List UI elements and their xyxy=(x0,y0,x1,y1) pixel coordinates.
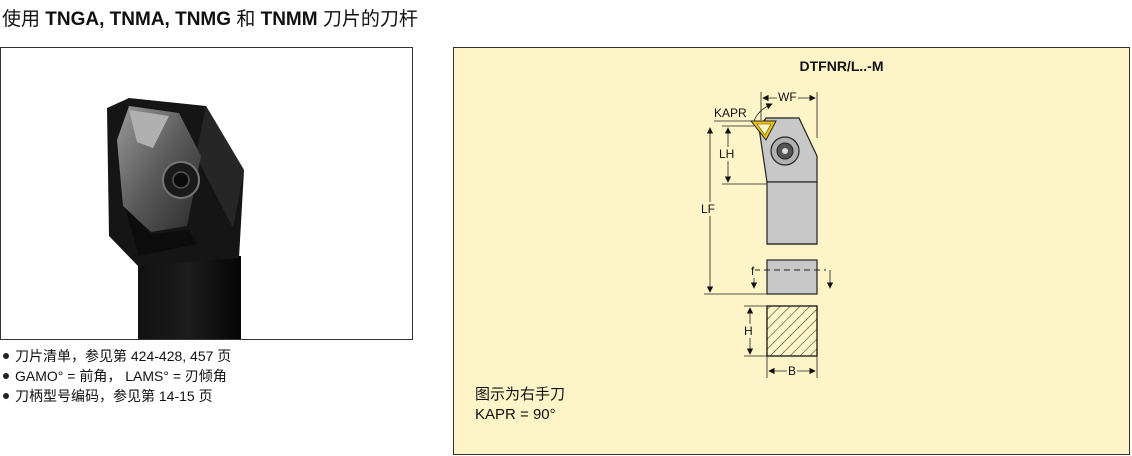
diagram-title: DTFNR/L..-M xyxy=(799,58,884,74)
note-item: GAMO° = 前角， LAMS° = 刃倾角 xyxy=(2,366,231,386)
bullet-icon xyxy=(3,353,9,359)
bullet-icon xyxy=(3,393,9,399)
title-model-last: TNMM xyxy=(260,9,318,30)
dim-label-b: B xyxy=(787,364,798,378)
toolholder-image xyxy=(107,98,244,339)
dim-label-lh: LH xyxy=(718,147,736,161)
note-item: 刀片清单，参见第 424-428, 457 页 xyxy=(2,346,231,366)
diagram-caption: 图示为右手刀 KAPR = 90° xyxy=(475,385,565,425)
page-title: 使用 TNGA, TNMA, TNMG 和 TNMM 刀片的刀杆 xyxy=(2,8,418,32)
note-text: 刀柄型号编码，参见第 14-15 页 xyxy=(15,388,213,404)
dim-label-wf: WF xyxy=(777,90,798,104)
dim-label-kapr: KAPR xyxy=(713,106,748,120)
title-prefix: 使用 xyxy=(2,9,46,30)
note-text: GAMO° = 前角， LAMS° = 刃倾角 xyxy=(15,368,227,384)
bullet-icon xyxy=(3,373,9,379)
technical-drawing xyxy=(704,92,834,378)
dimension-diagram: DTFNR/L..-M xyxy=(453,47,1130,455)
title-and: 和 xyxy=(231,9,261,30)
notes-list: 刀片清单，参见第 424-428, 457 页 GAMO° = 前角， LAMS… xyxy=(2,346,231,406)
toolholder-photo xyxy=(0,47,413,340)
title-suffix: 刀片的刀杆 xyxy=(317,9,418,30)
note-text: 刀片清单，参见第 424-428, 457 页 xyxy=(15,348,232,364)
caption-hand: 图示为右手刀 xyxy=(475,386,566,403)
dim-label-f: f xyxy=(750,264,756,278)
dim-label-h: H xyxy=(743,324,754,338)
note-item: 刀柄型号编码，参见第 14-15 页 xyxy=(2,386,231,406)
dim-label-lf: LF xyxy=(700,202,717,216)
caption-kapr: KAPR = 90° xyxy=(475,406,556,423)
title-models: TNGA, TNMA, TNMG xyxy=(45,9,232,30)
